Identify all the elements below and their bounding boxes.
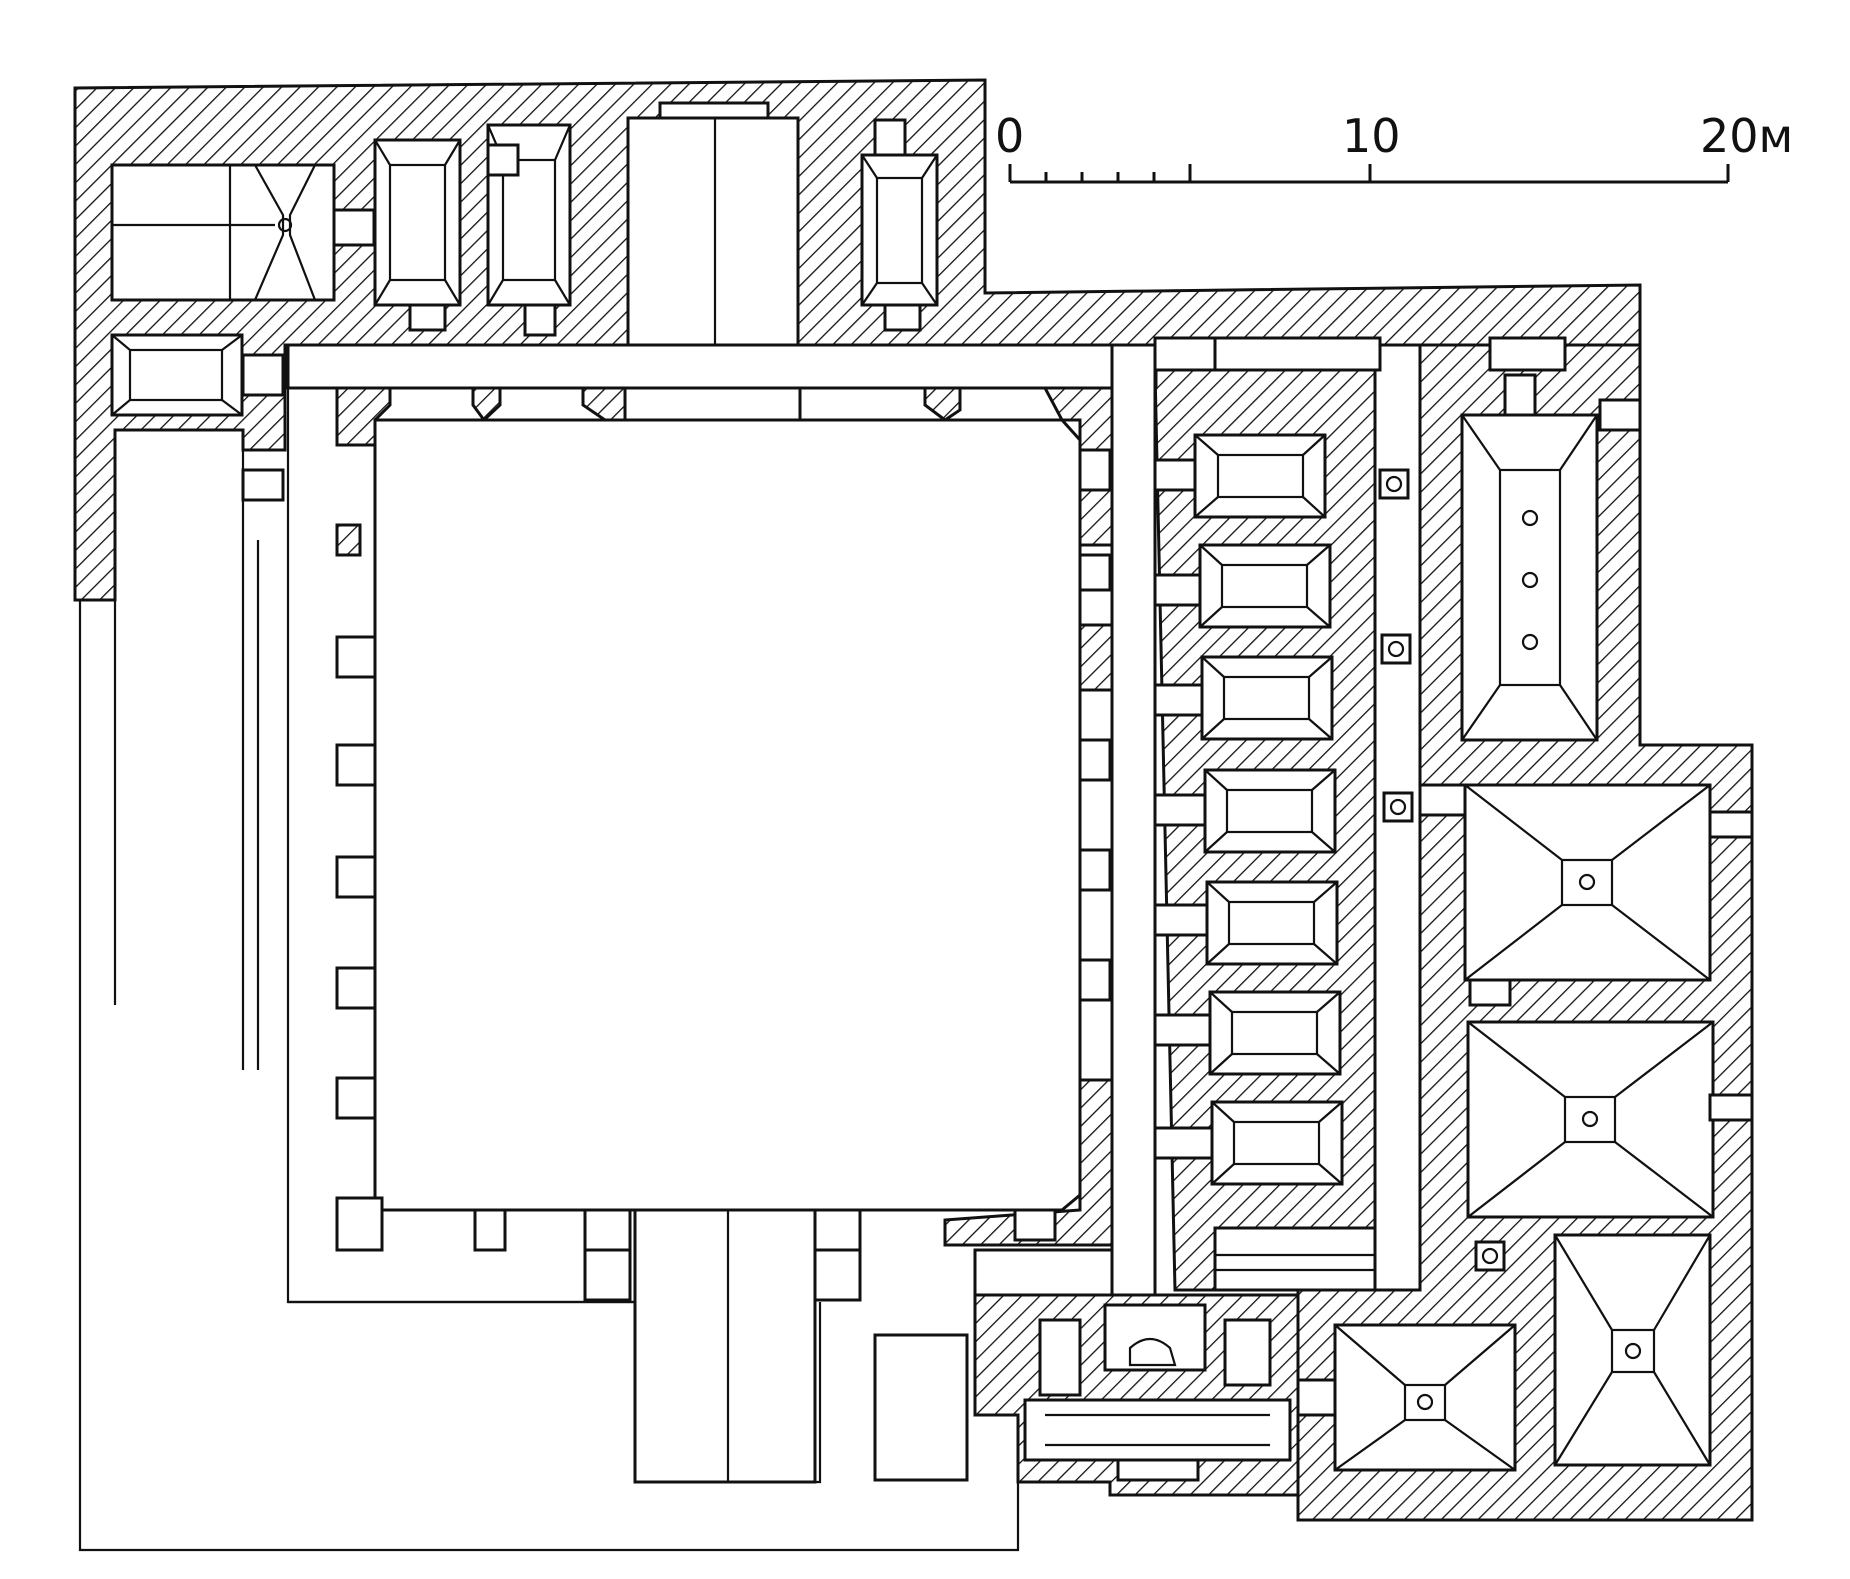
east-cell bbox=[1205, 880, 1339, 966]
courtyard-pier bbox=[923, 386, 962, 422]
domed-chamber bbox=[1553, 1233, 1712, 1467]
south-small-rooms bbox=[1023, 1303, 1292, 1482]
domed-chamber bbox=[1333, 1323, 1517, 1472]
courtyard-pier bbox=[335, 523, 362, 557]
scale-label-mid: 10 bbox=[1342, 109, 1401, 163]
east-cell bbox=[1208, 990, 1342, 1076]
east-cell bbox=[1203, 768, 1337, 854]
north-west-doorway bbox=[332, 208, 376, 247]
north-doorway bbox=[241, 468, 285, 502]
east-cell bbox=[1193, 433, 1327, 519]
south-east-corridor bbox=[973, 1248, 1114, 1297]
west-courtyard-piers bbox=[335, 635, 384, 1252]
scale-label-start: 0 bbox=[995, 109, 1024, 163]
north-doorway bbox=[241, 353, 285, 397]
south-side-chamber bbox=[873, 1333, 969, 1482]
long-hall-east bbox=[1460, 413, 1599, 742]
scale-bar-ticks bbox=[1008, 164, 1730, 182]
east-cell bbox=[1210, 1100, 1344, 1186]
north-room-5 bbox=[860, 118, 939, 332]
corridor-column-markers bbox=[1378, 468, 1506, 1272]
outer-enclosure-line bbox=[78, 268, 1020, 1552]
courtyard-pier bbox=[581, 386, 627, 422]
east-cell-row bbox=[1193, 433, 1344, 1186]
east-cell bbox=[1198, 543, 1332, 629]
north-room-west bbox=[110, 163, 336, 302]
east-corridor bbox=[1110, 343, 1157, 1297]
east-cell bbox=[1200, 655, 1334, 741]
south-courtyard-piers bbox=[473, 1208, 1057, 1302]
south-entrance-passage bbox=[633, 1208, 817, 1484]
north-room-3 bbox=[486, 123, 572, 337]
courtyard-pier bbox=[471, 386, 502, 423]
domed-chamber bbox=[1463, 783, 1712, 982]
far-east-doorways bbox=[1296, 373, 1754, 1417]
domed-chamber bbox=[1466, 1020, 1715, 1219]
cell-doorways bbox=[1153, 458, 1214, 1160]
courtyard-pier bbox=[1078, 623, 1114, 692]
scale-label-end: 20м bbox=[1700, 109, 1793, 163]
north-corridor bbox=[286, 343, 1158, 390]
north-room-2 bbox=[373, 138, 462, 332]
central-courtyard bbox=[373, 418, 1082, 1212]
scale-bar: 0 10 20м bbox=[995, 109, 1793, 184]
east-courtyard-piers bbox=[1078, 448, 1112, 1002]
